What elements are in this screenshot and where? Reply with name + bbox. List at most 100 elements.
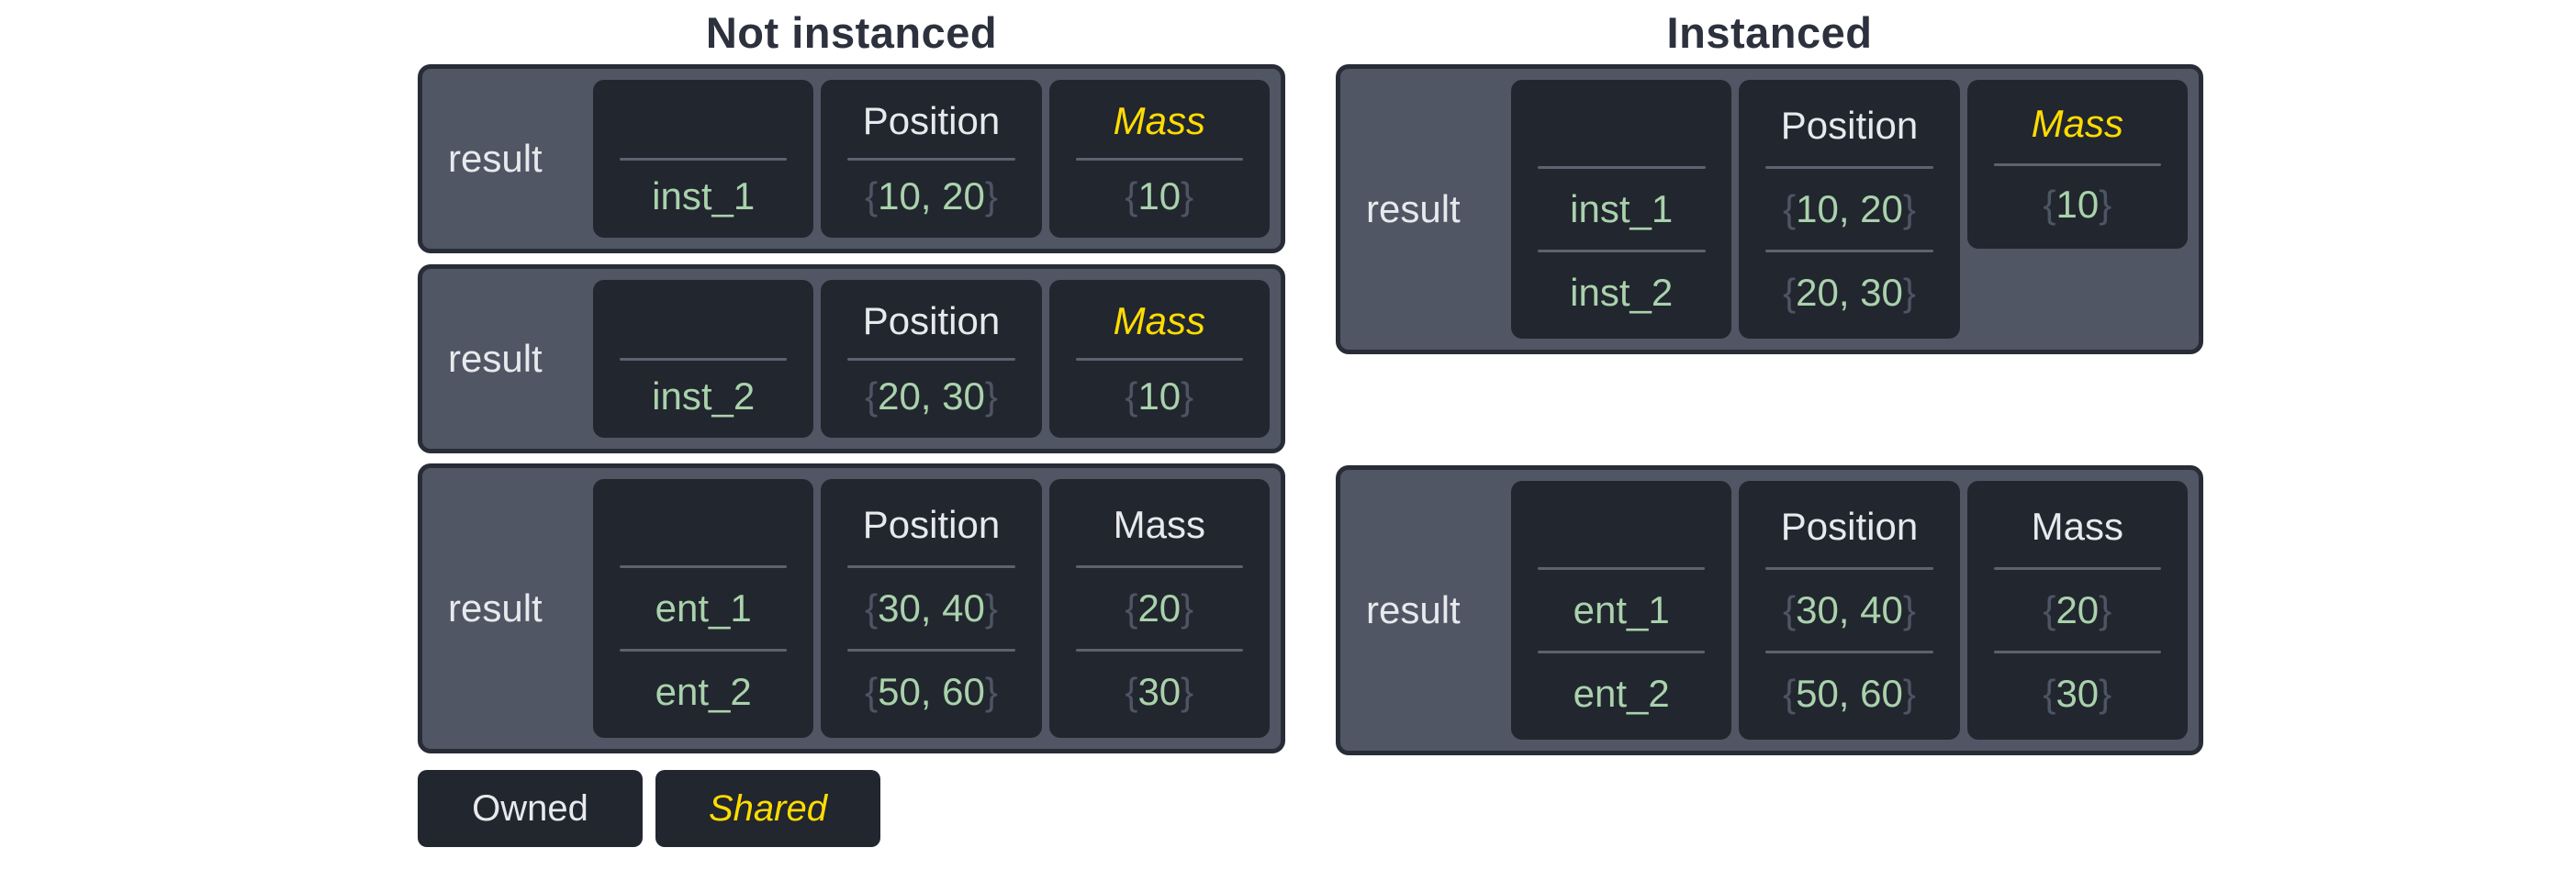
legend-owned-chip: Owned — [418, 770, 643, 847]
cell-value: inst_1 — [1570, 187, 1674, 230]
brace-open: { — [1125, 670, 1138, 713]
cell-value: {10, 20} — [865, 161, 998, 233]
brace-close: } — [1902, 271, 1916, 314]
table-columns: inst_1 Position {10, 20} Mass {10} — [593, 80, 1270, 238]
component-column: Position{30, 40}{50, 60} — [821, 479, 1042, 738]
result-label: result — [1366, 588, 1461, 631]
component-column: Mass{20}{30} — [1966, 481, 2188, 740]
row-divider — [847, 649, 1015, 652]
brace-open: { — [1125, 173, 1138, 218]
component-column: inst_1 inst_2 — [1511, 80, 1732, 339]
row-divider — [1075, 157, 1244, 161]
cell-value: {20} — [1125, 568, 1193, 649]
brace-open: { — [2043, 672, 2056, 715]
cell-value: {10, 20} — [1783, 169, 1916, 250]
value-text: 50, 60 — [878, 670, 985, 713]
brace-close: } — [1181, 374, 1194, 418]
value-text: 20, 30 — [1796, 271, 1903, 314]
cell-value: {20, 30} — [865, 361, 998, 433]
value-text: 30, 40 — [1796, 588, 1903, 631]
row-divider — [847, 357, 1015, 361]
component-column: Position{10, 20}{20, 30} — [1739, 80, 1960, 339]
component-column: Mass{20}{30} — [1048, 479, 1270, 738]
row-divider — [619, 649, 788, 652]
legend: Owned Shared — [418, 770, 1285, 847]
query-result-table: result inst_1 Position {10, 20} Mass {10} — [418, 64, 1285, 253]
brace-close: } — [2099, 672, 2112, 715]
component-column: inst_2 — [593, 280, 814, 438]
component-column: inst_1 — [593, 80, 814, 238]
column-header: Mass — [2031, 102, 2124, 146]
row-divider — [619, 565, 788, 568]
cell-value: inst_1 — [652, 173, 756, 218]
column-header: Position — [1780, 505, 1919, 548]
value-text: 20 — [2055, 588, 2100, 631]
brace-open: { — [865, 586, 879, 630]
component-column: Position {20, 30} — [821, 280, 1042, 438]
cell-value: {10} — [1125, 361, 1193, 433]
cell-value: {30} — [1125, 652, 1193, 732]
brace-close: } — [1181, 670, 1194, 713]
cell-value: ent_2 — [655, 670, 752, 713]
result-label: result — [448, 137, 543, 180]
value-text: 20 — [1137, 586, 1182, 630]
column-header: Mass — [1113, 99, 1205, 143]
value-text: 20, 30 — [878, 374, 985, 418]
value-text: 10 — [2055, 182, 2100, 226]
row-divider — [619, 357, 788, 361]
brace-close: } — [2099, 588, 2112, 631]
group-title: Not instanced — [705, 7, 998, 57]
brace-open: { — [2043, 182, 2056, 226]
result-label: result — [448, 586, 543, 630]
brace-open: { — [1783, 271, 1797, 314]
column-header: Position — [862, 99, 1001, 143]
value-text: 10 — [1137, 173, 1182, 218]
value-text: 50, 60 — [1796, 672, 1903, 715]
row-divider — [1075, 357, 1244, 361]
cell-value: {50, 60} — [865, 652, 998, 732]
cell-value: ent_1 — [655, 586, 752, 630]
column-header: Position — [1780, 104, 1919, 147]
cell-value: {20, 30} — [1783, 252, 1916, 333]
cell-value: inst_2 — [1570, 271, 1674, 314]
brace-close: } — [984, 586, 998, 630]
brace-open: { — [865, 374, 879, 418]
brace-close: } — [984, 173, 998, 218]
brace-close: } — [1181, 586, 1194, 630]
brace-close: } — [1902, 588, 1916, 631]
column-header: Position — [862, 299, 1001, 343]
component-column: Position{30, 40}{50, 60} — [1739, 481, 1960, 740]
brace-close: } — [1902, 672, 1916, 715]
component-column: ent_1 ent_2 — [593, 479, 814, 738]
brace-close: } — [984, 374, 998, 418]
row-divider — [847, 565, 1015, 568]
brace-open: { — [2043, 588, 2056, 631]
cell-value: {50, 60} — [1783, 653, 1916, 734]
row-divider — [1765, 567, 1933, 570]
brace-open: { — [865, 670, 879, 713]
brace-open: { — [1783, 672, 1797, 715]
row-divider — [1537, 166, 1706, 169]
row-divider — [1537, 567, 1706, 570]
row-divider — [1075, 649, 1244, 652]
component-column: Mass{10} — [1966, 80, 2189, 249]
brace-close: } — [1181, 173, 1194, 218]
cell-value: {30} — [2043, 653, 2111, 734]
value-text: 10 — [1137, 374, 1182, 418]
row-divider — [1993, 162, 2162, 166]
row-divider — [1765, 166, 1933, 169]
value-text: 30 — [1137, 670, 1182, 713]
component-column: Position {10, 20} — [821, 80, 1042, 238]
result-label: result — [1366, 187, 1461, 230]
component-column: Mass {10} — [1048, 80, 1270, 238]
